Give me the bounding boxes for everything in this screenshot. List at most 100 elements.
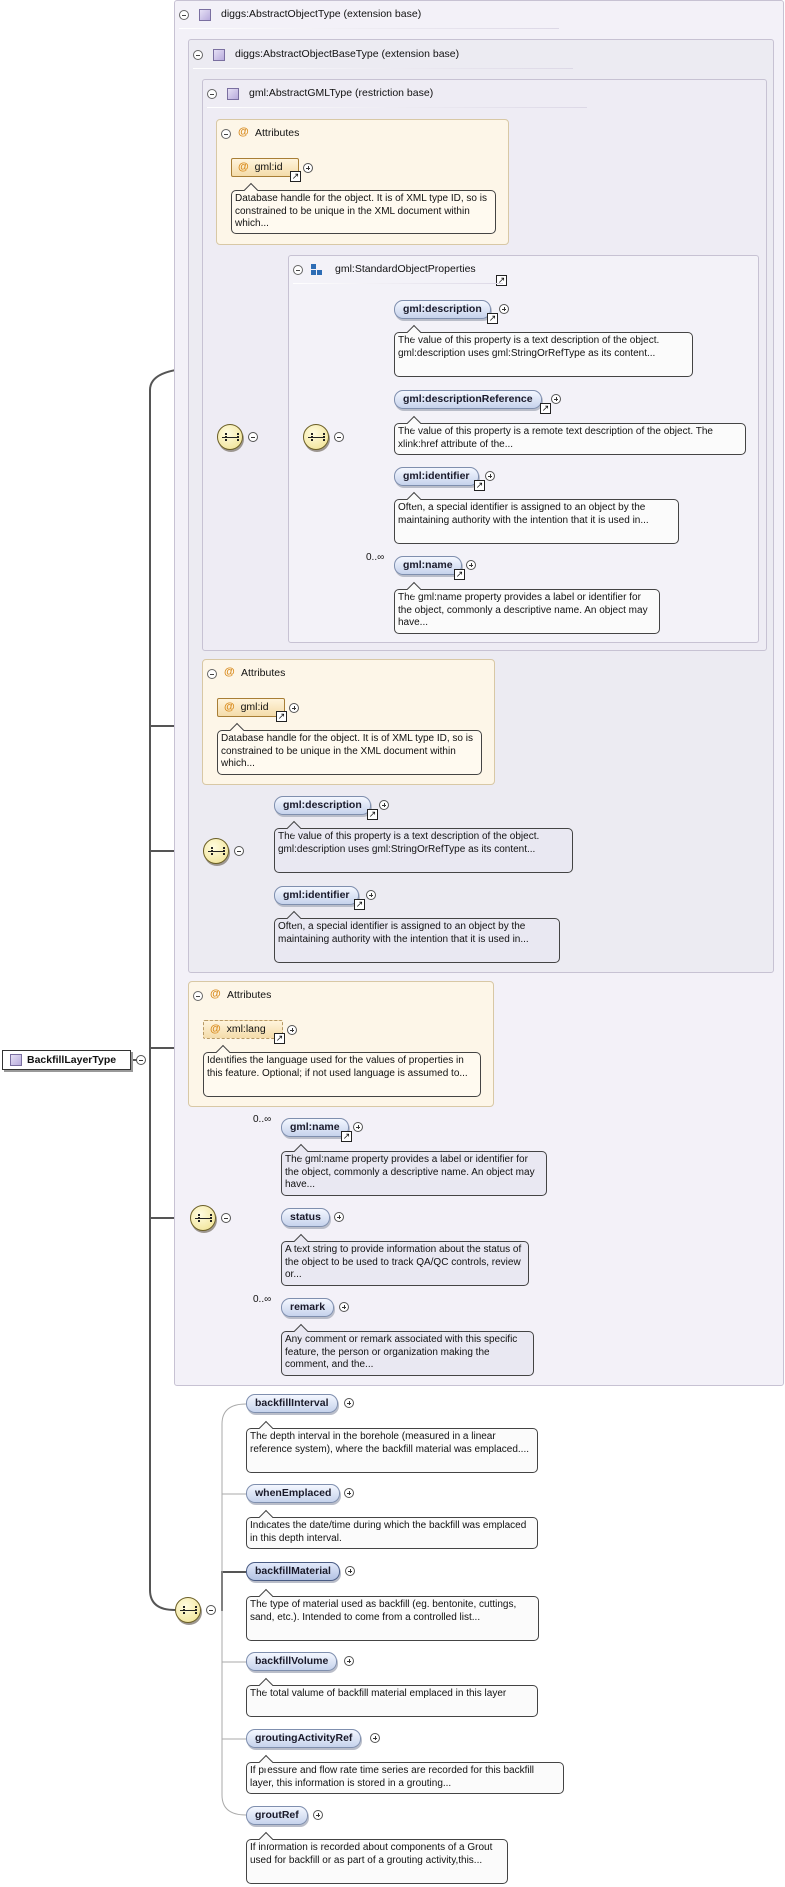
complex-type-icon (227, 88, 239, 100)
element-doc: If information is recorded about compone… (246, 1839, 508, 1884)
element-name: groutingActivityRef (255, 1732, 353, 1744)
attribute-gml-id[interactable]: @ gml:id (217, 698, 285, 717)
element-doc: Any comment or remark associated with th… (281, 1331, 534, 1376)
attribute-icon: @ (224, 666, 235, 678)
element-gml-identifier[interactable]: gml:identifier (394, 467, 479, 486)
attributes-box: @ Attributes @ gml:id ↗ Database handle … (202, 659, 495, 785)
element-doc: The type of material used as backfill (e… (246, 1596, 539, 1641)
element-name: gml:descriptionReference (403, 393, 533, 405)
attributes-box: @ Attributes @ gml:id ↗ Database handle … (216, 119, 509, 245)
expand-icon[interactable] (353, 1122, 363, 1132)
expand-icon[interactable] (289, 703, 299, 713)
expand-icon[interactable] (344, 1398, 354, 1408)
element-backfill-interval[interactable]: backfillInterval (246, 1394, 338, 1413)
collapse-icon[interactable] (334, 432, 344, 442)
attribute-name: xml:lang (226, 1023, 266, 1035)
element-name: gml:description (403, 303, 482, 315)
reference-arrow-icon: ↗ (496, 275, 507, 286)
element-doc: The depth interval in the borehole (meas… (246, 1428, 538, 1473)
attribute-icon: @ (210, 988, 221, 1000)
element-backfill-volume[interactable]: backfillVolume (246, 1652, 338, 1671)
element-doc: A text string to provide information abo… (281, 1241, 529, 1286)
collapse-icon[interactable] (207, 89, 217, 99)
attribute-xml-lang[interactable]: @ xml:lang (203, 1020, 283, 1039)
reference-arrow-icon: ↗ (276, 711, 287, 722)
root-collapse-icon[interactable] (136, 1055, 146, 1065)
expand-icon[interactable] (339, 1302, 349, 1312)
expand-icon[interactable] (303, 163, 313, 173)
expand-icon[interactable] (379, 800, 389, 810)
element-gml-identifier[interactable]: gml:identifier (274, 886, 359, 905)
expand-icon[interactable] (485, 471, 495, 481)
expand-icon[interactable] (551, 394, 561, 404)
collapse-icon[interactable] (193, 991, 203, 1001)
element-grouting-activity-ref[interactable]: groutingActivityRef (246, 1729, 362, 1748)
type-title: diggs:AbstractObjectBaseType (extension … (235, 48, 460, 60)
collapse-icon[interactable] (293, 265, 303, 275)
expand-icon[interactable] (499, 304, 509, 314)
element-gml-name[interactable]: gml:name (281, 1118, 349, 1137)
element-name: status (290, 1211, 321, 1223)
sequence-icon (203, 838, 229, 864)
element-doc: The value of this property is a text des… (394, 332, 693, 377)
collapse-icon[interactable] (207, 669, 217, 679)
sequence-icon (217, 424, 243, 450)
attribute-icon: @ (238, 126, 249, 138)
sequence-icon (303, 424, 329, 450)
element-doc: If pressure and flow rate time series ar… (246, 1762, 564, 1794)
attribute-doc: Database handle for the object. It is of… (231, 190, 496, 234)
reference-arrow-icon: ↗ (474, 480, 485, 491)
attributes-title: Attributes (255, 127, 300, 139)
element-name: gml:identifier (283, 889, 350, 901)
expand-icon[interactable] (466, 560, 476, 570)
expand-icon[interactable] (345, 1566, 355, 1576)
multiplicity-label: 0..∞ (253, 1114, 272, 1125)
attribute-doc: Database handle for the object. It is of… (217, 730, 482, 775)
element-gml-name[interactable]: gml:name (394, 556, 462, 575)
expand-icon[interactable] (344, 1488, 354, 1498)
expand-icon[interactable] (313, 1810, 323, 1820)
attribute-doc: Identifies the language used for the val… (203, 1052, 481, 1097)
element-gml-description[interactable]: gml:description (274, 796, 371, 815)
element-doc: The gml:name property provides a label o… (394, 589, 660, 634)
element-status[interactable]: status (281, 1208, 330, 1227)
element-doc: The total valume of backfill material em… (246, 1685, 538, 1717)
collapse-icon[interactable] (179, 10, 189, 20)
attributes-title: Attributes (227, 989, 272, 1001)
reference-arrow-icon: ↗ (290, 171, 301, 182)
collapse-icon[interactable] (221, 129, 231, 139)
reference-arrow-icon: ↗ (540, 403, 551, 414)
collapse-icon[interactable] (206, 1605, 216, 1615)
element-remark[interactable]: remark (281, 1298, 335, 1317)
sequence-icon (175, 1597, 201, 1623)
attribute-name: gml:id (240, 701, 269, 713)
element-backfill-material[interactable]: backfillMaterial (246, 1562, 340, 1581)
collapse-icon[interactable] (234, 846, 244, 856)
attribute-icon: @ (224, 701, 235, 713)
element-doc: The value of this property is a remote t… (394, 423, 746, 455)
attribute-gml-id[interactable]: @ gml:id (231, 158, 299, 177)
element-name: whenEmplaced (255, 1487, 332, 1499)
element-gml-description-reference[interactable]: gml:descriptionReference (394, 390, 542, 409)
expand-icon[interactable] (370, 1733, 380, 1743)
element-when-emplaced[interactable]: whenEmplaced (246, 1484, 341, 1503)
root-type-box[interactable]: BackfillLayerType (2, 1050, 131, 1070)
collapse-icon[interactable] (248, 432, 258, 442)
collapse-icon[interactable] (221, 1213, 231, 1223)
element-name: backfillVolume (255, 1655, 329, 1667)
element-gml-description[interactable]: gml:description (394, 300, 491, 319)
attribute-icon: @ (238, 161, 249, 173)
element-grout-ref[interactable]: groutRef (246, 1806, 308, 1825)
expand-icon[interactable] (334, 1212, 344, 1222)
element-doc: The gml:name property provides a label o… (281, 1151, 547, 1196)
expand-icon[interactable] (344, 1656, 354, 1666)
element-name: gml:name (290, 1121, 340, 1133)
collapse-icon[interactable] (193, 50, 203, 60)
element-name: gml:description (283, 799, 362, 811)
complex-type-icon (199, 9, 211, 21)
complex-type-icon (10, 1054, 22, 1066)
multiplicity-label: 0..∞ (253, 1294, 272, 1305)
reference-arrow-icon: ↗ (367, 809, 378, 820)
expand-icon[interactable] (366, 890, 376, 900)
expand-icon[interactable] (287, 1025, 297, 1035)
